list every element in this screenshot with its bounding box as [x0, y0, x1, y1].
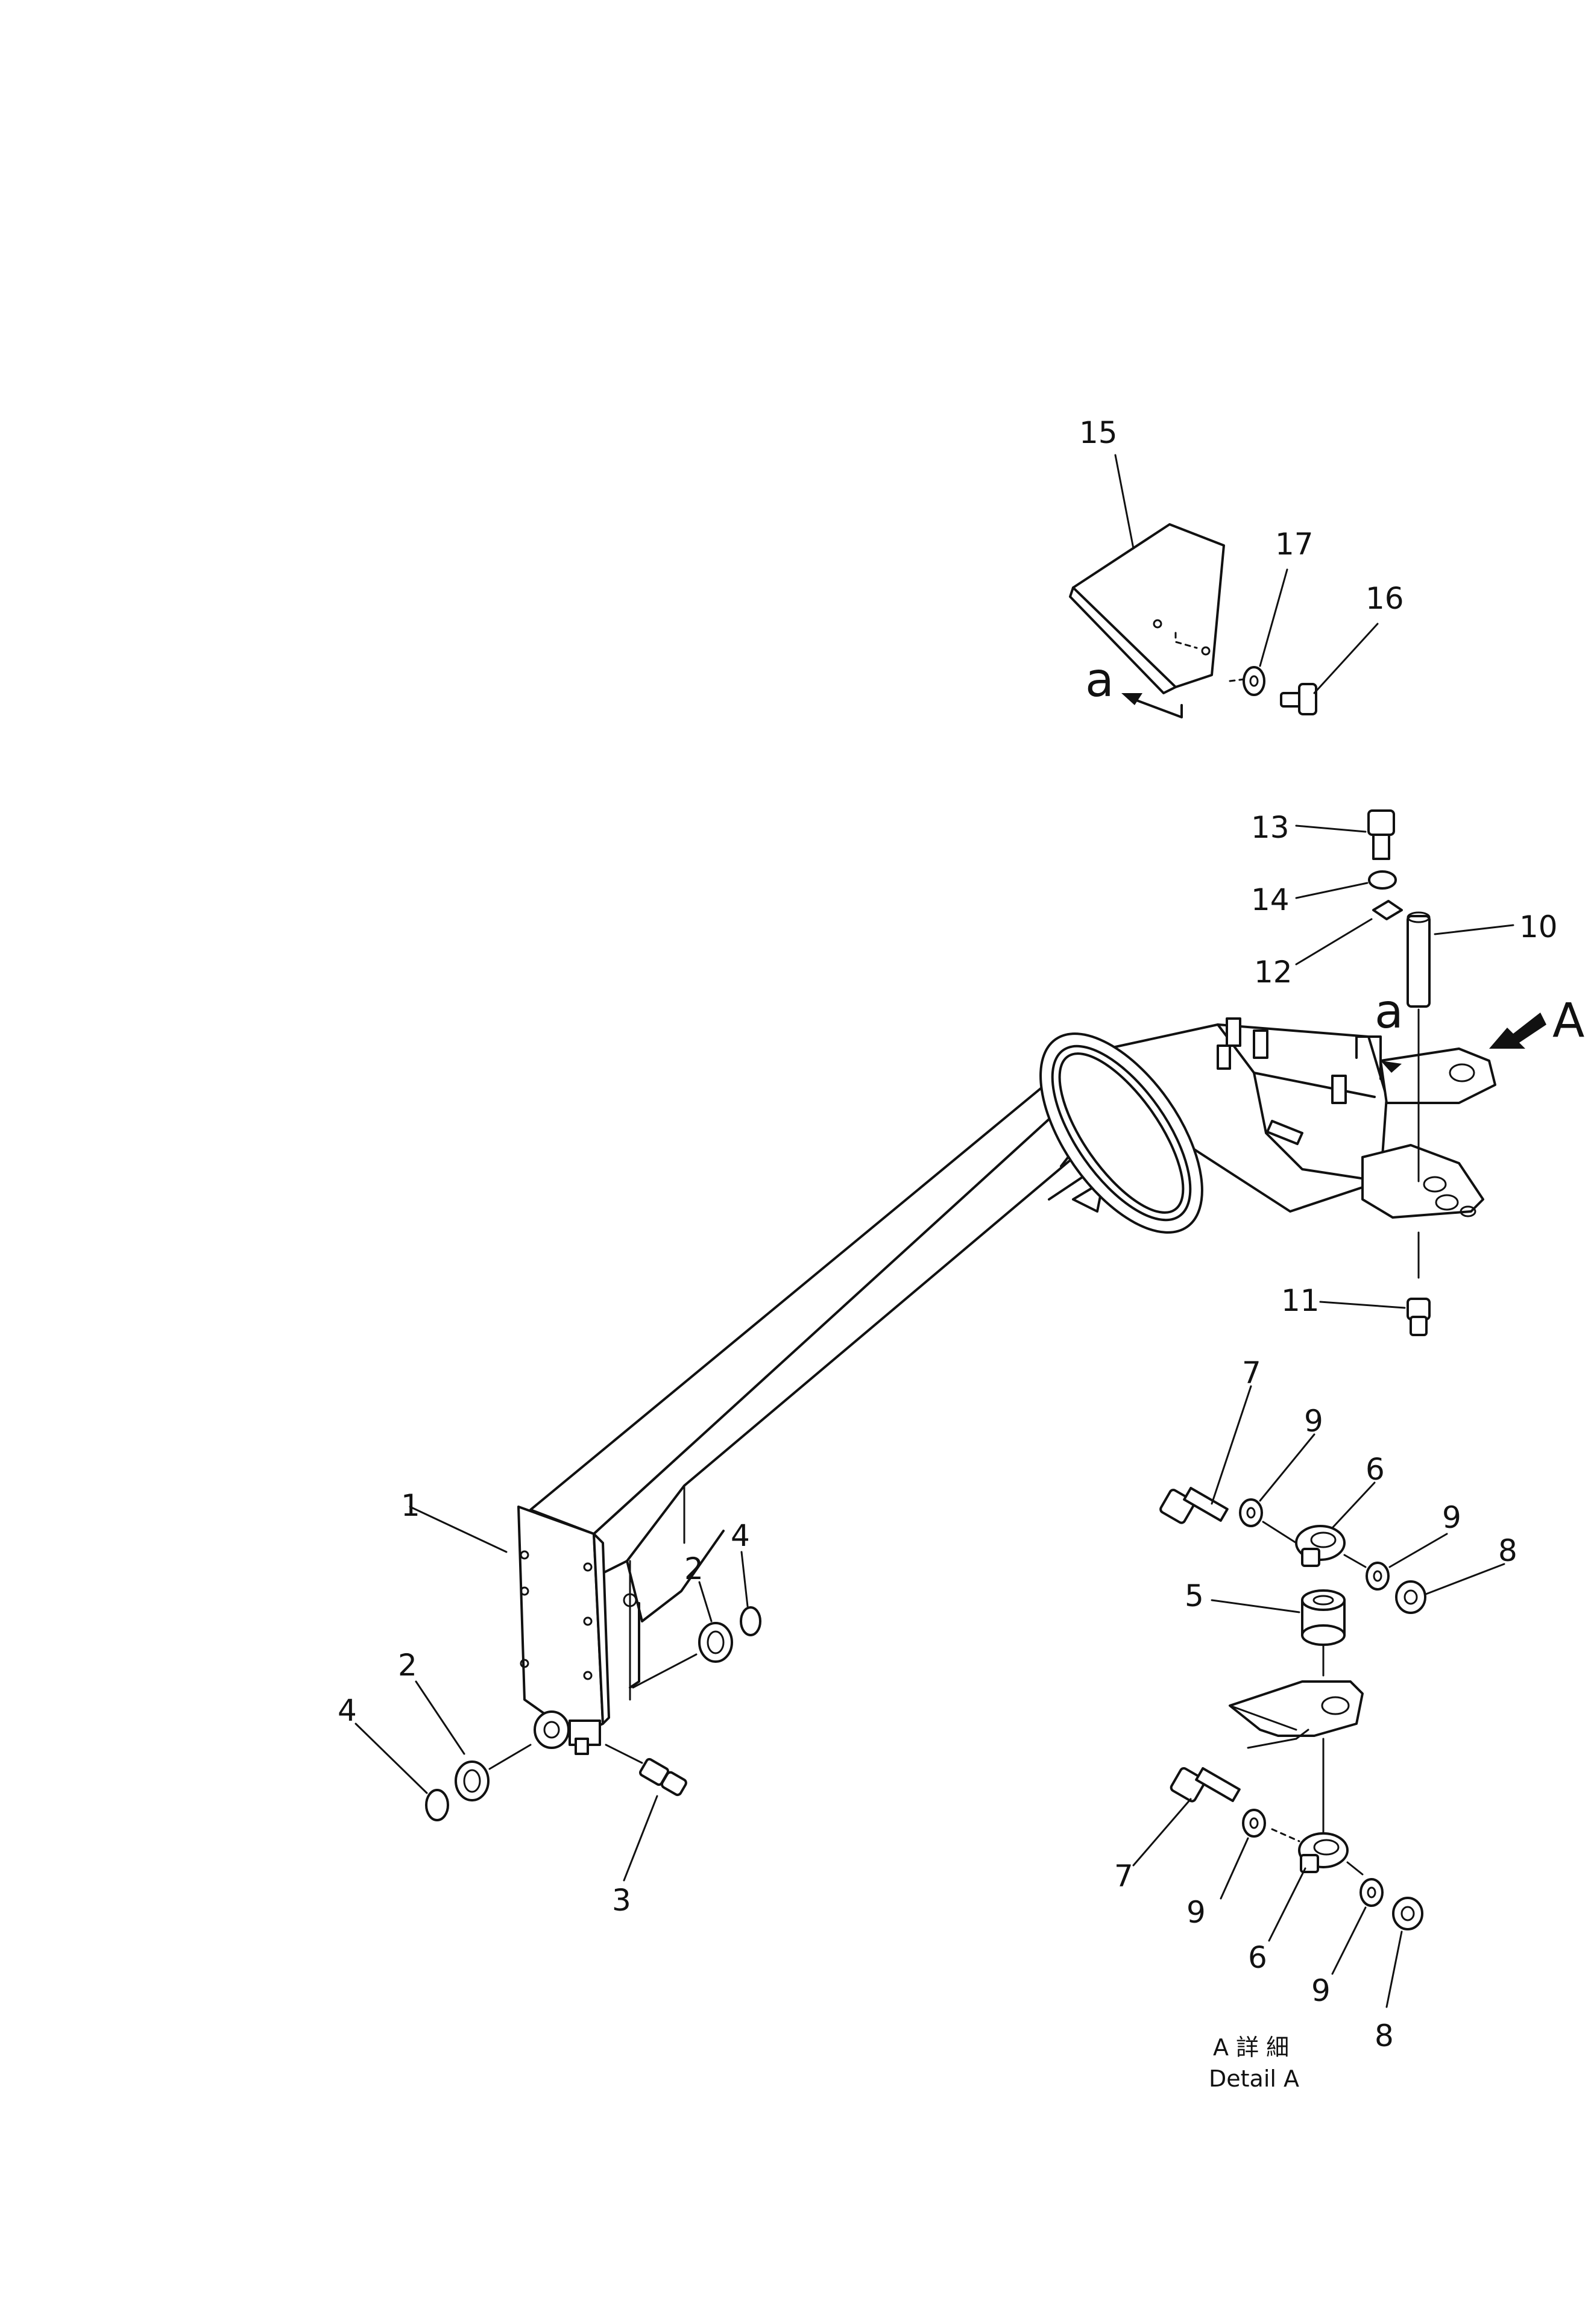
bolt-7-upper — [1159, 1486, 1229, 1524]
callout-10: 10 — [1519, 909, 1558, 944]
bolt-7-lower — [1170, 1767, 1241, 1803]
callout-4-left: 4 — [338, 1693, 357, 1728]
nut-8-lower — [1392, 1897, 1423, 1930]
lever-bracket — [1229, 1680, 1364, 1749]
svg-text:a: a — [1085, 653, 1114, 708]
axle-beam — [517, 1017, 1496, 1755]
nut-8-upper — [1395, 1580, 1426, 1614]
pin-10 — [1407, 911, 1431, 1008]
callout-5: 5 — [1185, 1578, 1204, 1613]
callout-15: 15 — [1079, 415, 1118, 450]
callout-11: 11 — [1281, 1283, 1320, 1318]
callout-2-left: 2 — [398, 1648, 417, 1683]
callout-13: 13 — [1251, 810, 1290, 845]
callout-7-upper: 7 — [1242, 1355, 1261, 1390]
callout-6-lower: 6 — [1248, 1940, 1267, 1975]
grease-fitting-11 — [1407, 1298, 1431, 1336]
detail-label-english: Detail A — [1209, 2065, 1299, 2092]
washer-17 — [1243, 666, 1265, 696]
cover-plate — [1069, 523, 1255, 694]
bushing-2-right — [698, 1622, 733, 1663]
callout-numbers: 15 17 16 13 14 12 10 11 1 2 4 2 4 3 7 9 … — [338, 415, 1558, 2053]
washer-9-b — [1366, 1562, 1390, 1591]
callout-8-upper: 8 — [1498, 1533, 1517, 1568]
view-direction-A: A — [1489, 994, 1584, 1049]
callout-4-right: 4 — [731, 1518, 750, 1553]
callout-8-lower: 8 — [1375, 2018, 1394, 2053]
bolt-16 — [1280, 683, 1317, 715]
callout-6-upper: 6 — [1366, 1452, 1385, 1487]
plate-12 — [1372, 900, 1403, 920]
washer-9-c — [1242, 1809, 1266, 1838]
callout-14: 14 — [1251, 882, 1290, 917]
view-arrow-a-upper: a — [1085, 653, 1183, 718]
callout-9-c: 9 — [1186, 1895, 1206, 1930]
washer-9-d — [1359, 1878, 1384, 1907]
callout-3: 3 — [612, 1883, 631, 1918]
seal-4-right — [740, 1606, 761, 1636]
callout-17: 17 — [1275, 527, 1314, 562]
seal-4-left — [425, 1789, 449, 1821]
callout-2-right: 2 — [684, 1551, 704, 1586]
callout-9-d: 9 — [1311, 1973, 1331, 2008]
callout-7-lower: 7 — [1114, 1859, 1133, 1894]
eye-nut-6-upper — [1295, 1525, 1346, 1567]
callout-12: 12 — [1254, 955, 1293, 990]
leader-lines — [354, 454, 1514, 2008]
svg-text:a: a — [1375, 985, 1404, 1039]
washer-14 — [1368, 870, 1397, 890]
view-arrow-a-lower: a — [1355, 985, 1404, 1080]
grease-fitting-3 — [639, 1757, 687, 1797]
callout-9-b: 9 — [1442, 1500, 1461, 1535]
detail-label-japanese: A 詳 細 — [1213, 2034, 1289, 2061]
callout-16: 16 — [1366, 581, 1404, 616]
svg-text:A: A — [1552, 994, 1584, 1048]
callout-9-a: 9 — [1304, 1404, 1323, 1439]
detail-a-caption: A 詳 細 Detail A — [1209, 2034, 1299, 2092]
collar-5 — [1301, 1589, 1346, 1646]
eye-nut-6-lower — [1298, 1832, 1349, 1873]
bolt-13 — [1367, 809, 1395, 860]
callout-1: 1 — [401, 1488, 420, 1523]
washer-9-a — [1239, 1498, 1263, 1527]
bushing-2-left — [455, 1760, 490, 1801]
